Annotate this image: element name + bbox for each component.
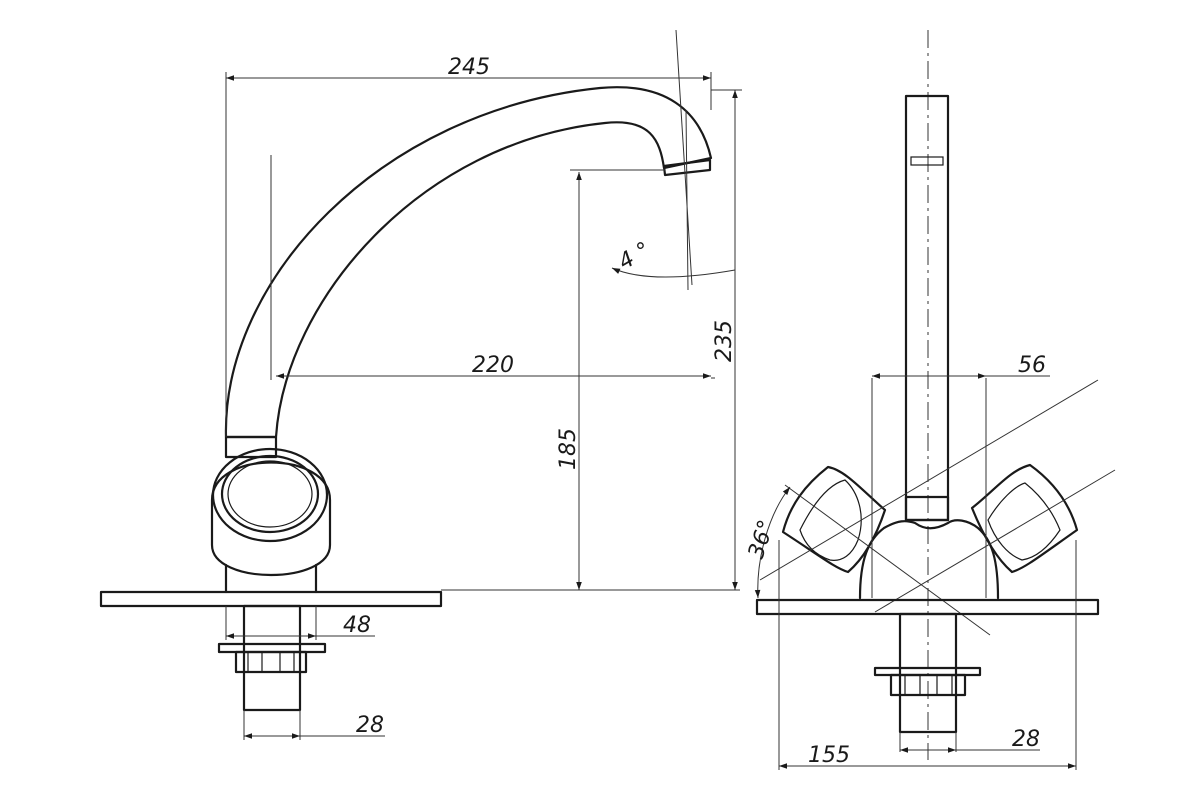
- ext-lines-front: [778, 378, 1077, 770]
- spout-outline: [224, 86, 713, 439]
- dim-text-28-right: 28: [1012, 727, 1040, 752]
- nut-flats-front: [904, 675, 953, 695]
- spout-column-front: [904, 94, 950, 522]
- column-collar-front: [904, 495, 950, 522]
- nut-flats-side: [247, 652, 295, 672]
- valve-ring-mid: [220, 454, 320, 534]
- aerator-front: [910, 156, 944, 166]
- dim-text-56: 56: [1018, 353, 1046, 378]
- shank-side: [242, 604, 302, 712]
- handle-right: [970, 463, 1079, 574]
- dim-text-48: 48: [343, 613, 371, 638]
- dim-text-36deg: 36°: [744, 517, 780, 562]
- aerator: [662, 158, 712, 177]
- front-view: 56 36° 155 28: [744, 30, 1116, 770]
- tilt-axis-lines: [675, 29, 693, 291]
- body-neck: [224, 563, 318, 594]
- valve-body: [210, 461, 332, 576]
- nut-front: [889, 673, 967, 697]
- handle-left: [781, 465, 887, 574]
- valve-ring-inner: [227, 460, 313, 528]
- valve-ring-outer: [211, 447, 329, 543]
- dim-arc-4deg: [611, 267, 736, 278]
- dim-text-185: 185: [556, 428, 581, 470]
- washer-side: [217, 642, 327, 654]
- side-view: 245 220 235 185 4 ° 48 28: [99, 29, 742, 740]
- ext-lines-side: [225, 72, 742, 740]
- dim-text-245: 245: [448, 55, 490, 80]
- handle-axis-lines: [759, 379, 1116, 636]
- dim-text-155: 155: [808, 743, 850, 768]
- dim-text-28-left: 28: [356, 713, 384, 738]
- shank-front: [898, 612, 958, 734]
- dim-text-235: 235: [712, 320, 737, 362]
- mounting-plate-side: [99, 590, 443, 608]
- dim-arc-36deg: [754, 486, 791, 599]
- dim-text-4deg: 4 °: [615, 238, 655, 276]
- dim-text-220: 220: [472, 353, 514, 378]
- body-front: [858, 519, 1000, 600]
- spout-collar: [224, 435, 278, 459]
- nut-side: [234, 650, 308, 674]
